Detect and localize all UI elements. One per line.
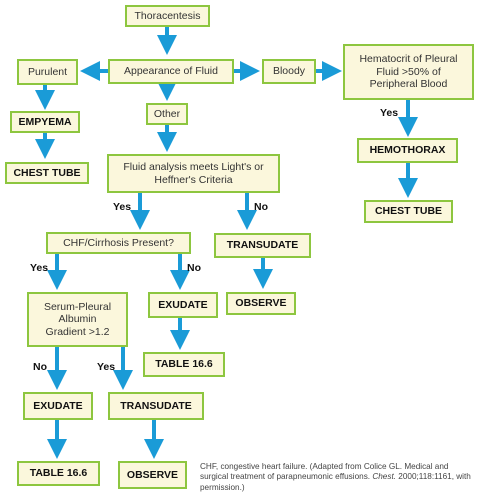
node-table-mid: TABLE 16.6: [143, 352, 225, 377]
node-chf-cirrhosis: CHF/Cirrhosis Present?: [46, 232, 191, 254]
caption-text-1: CHF, congestive heart failure. (Adapted …: [200, 462, 449, 482]
node-observe-mid: OBSERVE: [226, 292, 296, 315]
node-other: Other: [146, 103, 188, 125]
figure-caption: CHF, congestive heart failure. (Adapted …: [200, 462, 475, 493]
label-lights-yes: Yes: [113, 201, 132, 213]
node-chest-tube-left: CHEST TUBE: [5, 162, 89, 184]
label-lights-no: No: [254, 201, 268, 213]
caption-journal: Chest.: [372, 472, 397, 482]
label-hematocrit-yes: Yes: [380, 107, 399, 119]
label-albumin-no: No: [33, 361, 47, 373]
label-chf-yes: Yes: [30, 262, 49, 274]
node-chest-tube-right: CHEST TUBE: [364, 200, 453, 223]
caption-text-2: 2000;118:1161, with permission.): [200, 472, 471, 492]
node-empyema: EMPYEMA: [10, 111, 80, 133]
node-hematocrit: Hematocrit of Pleural Fluid >50% of Peri…: [343, 44, 474, 100]
node-albumin-gradient: Serum-Pleural Albumin Gradient >1.2: [27, 292, 128, 347]
node-hemothorax: HEMOTHORAX: [357, 138, 458, 163]
node-appearance: Appearance of Fluid: [108, 59, 234, 84]
label-chf-no: No: [187, 262, 201, 274]
node-bloody: Bloody: [262, 59, 316, 84]
node-exudate-mid: EXUDATE: [148, 292, 218, 318]
node-lights-criteria: Fluid analysis meets Light's or Heffner'…: [107, 154, 280, 193]
label-albumin-yes: Yes: [97, 361, 116, 373]
node-transudate-mid: TRANSUDATE: [214, 233, 311, 258]
node-thoracentesis: Thoracentesis: [125, 5, 210, 27]
node-observe-bottom: OBSERVE: [118, 461, 187, 489]
node-transudate-bottom: TRANSUDATE: [108, 392, 204, 420]
node-exudate-bottom: EXUDATE: [23, 392, 93, 420]
node-purulent: Purulent: [17, 59, 78, 85]
node-table-bottom: TABLE 16.6: [17, 461, 100, 486]
